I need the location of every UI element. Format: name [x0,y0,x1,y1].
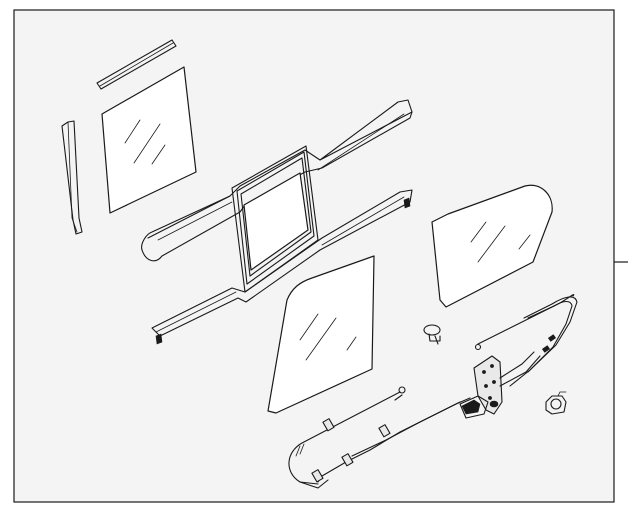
back-window-frame-assembly [141,99,413,345]
regulator-cable-assembly [288,294,578,489]
left-vertical-channel [61,120,83,235]
motor-grommet [545,391,567,415]
right-quarter-glass [431,184,553,308]
push-pin-clip [423,324,441,345]
top-seal-strip [96,39,177,90]
sliding-center-glass [243,172,309,271]
left-quarter-glass [101,66,197,214]
center-lower-glass [267,255,375,414]
regulator-motor-bracket [459,351,541,419]
